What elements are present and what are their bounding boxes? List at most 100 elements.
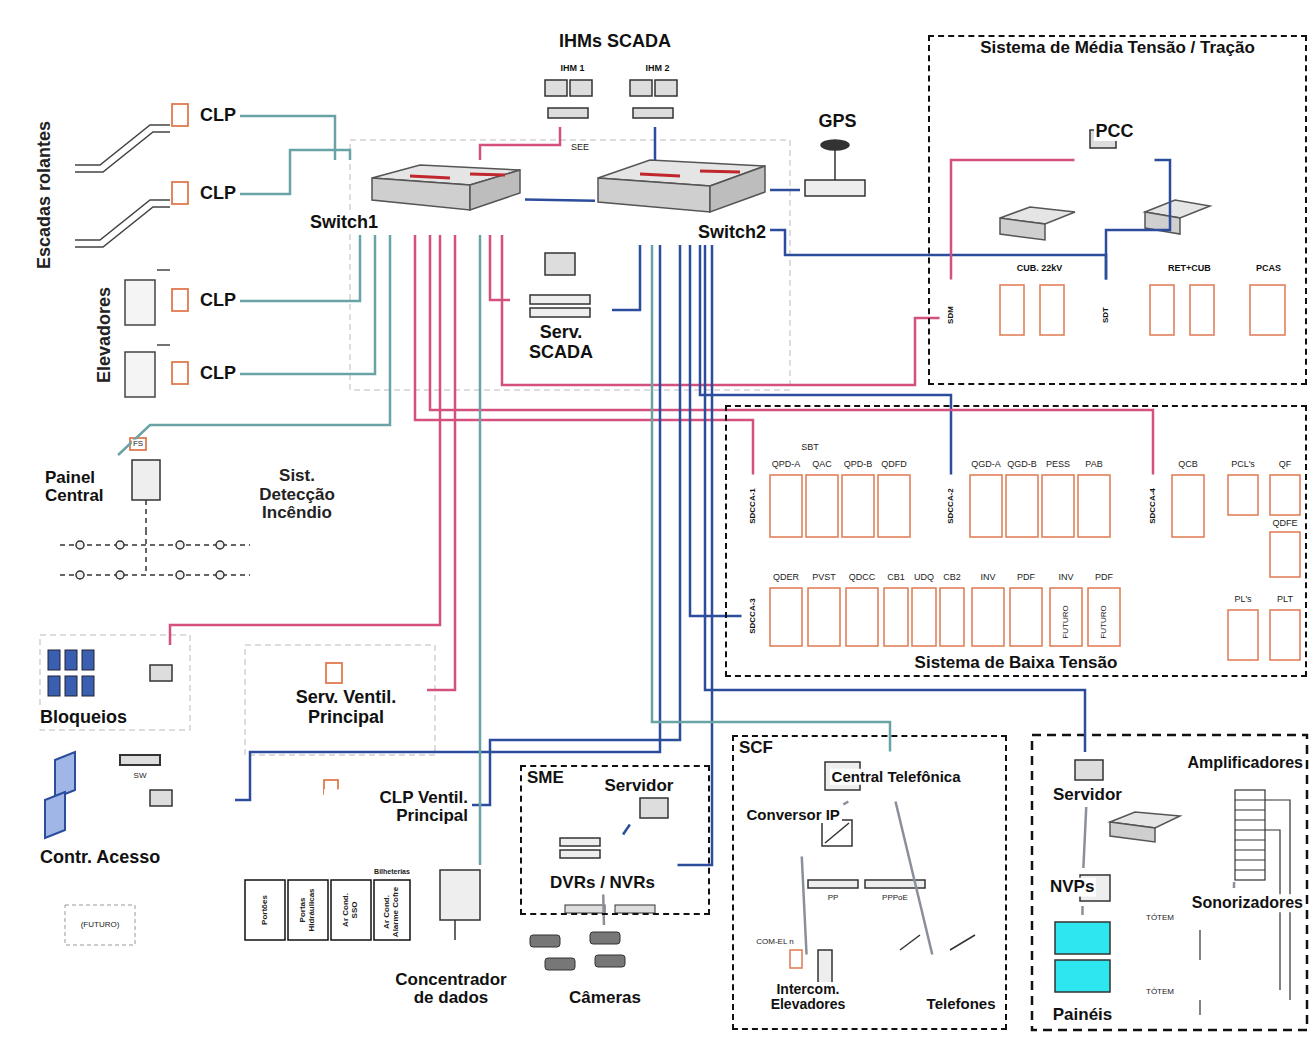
cable-line	[415, 235, 753, 475]
cabinet	[970, 475, 1002, 537]
cable-connector	[603, 895, 605, 926]
device-node: IHM 1	[535, 62, 610, 127]
camera	[565, 905, 605, 913]
device-node: Amplificadores	[1165, 752, 1307, 882]
cable-connector	[623, 825, 630, 835]
clp-icon	[172, 182, 188, 204]
cable-line	[843, 802, 848, 805]
cable-connector	[240, 235, 375, 374]
device-node: PCAS	[1245, 262, 1293, 340]
node-label: Intercom. Elevadores	[758, 982, 859, 1013]
monitor-icon	[630, 80, 652, 96]
switch-icon	[598, 178, 710, 212]
text-label: FUTURO	[1062, 604, 1071, 639]
cabinet	[1270, 475, 1300, 515]
text-label: Ar Cond. Alarme Cofre	[383, 885, 401, 939]
cable-connector	[502, 235, 940, 385]
node-label: CLP	[198, 364, 238, 384]
cable-line	[235, 245, 660, 800]
device-node: Servidor	[1040, 752, 1135, 807]
display-panel	[1055, 922, 1110, 992]
turnstile	[65, 650, 77, 670]
clp-icon	[172, 289, 188, 311]
device-node: Sonorizadores	[1160, 888, 1307, 918]
text-label: UDQ	[913, 573, 935, 583]
switch-icon	[372, 160, 1210, 842]
cable-line	[770, 230, 1106, 280]
device-node: Switch1	[305, 160, 525, 235]
device-node: IHMs SCADAIHM 1IHM 2	[525, 30, 705, 135]
camera	[615, 905, 655, 913]
device-node: CLP	[170, 178, 240, 210]
turnstile	[65, 676, 77, 696]
rack	[1235, 790, 1265, 880]
cable-connector	[415, 235, 753, 475]
fire-panel	[176, 571, 184, 579]
monitor-icon	[545, 253, 575, 275]
node-label: Serv. SCADA	[513, 323, 609, 363]
device-node: Central Telefônica	[815, 752, 965, 802]
phone-equipment	[818, 950, 832, 985]
phone-equipment	[790, 950, 802, 968]
device-node: Bloqueios	[35, 645, 190, 730]
region-box: SMEServidorDVRs / NVRs	[520, 765, 710, 915]
switch-arrows	[410, 174, 505, 178]
text-label: SBT	[800, 443, 820, 453]
node-label: Central Telefônica	[830, 768, 963, 785]
cable-connector	[843, 802, 848, 805]
turnstile	[48, 676, 60, 696]
region-frame	[1032, 735, 1307, 1030]
node-label: Amplificadores	[1185, 754, 1305, 772]
cabinet	[770, 475, 802, 537]
cable-connector	[802, 857, 807, 955]
node-label: Conversor IP	[745, 807, 842, 824]
text-label: PPPoE	[881, 894, 909, 903]
device-node: SDCCA-2	[940, 475, 962, 537]
text-label: PLT	[1276, 595, 1294, 605]
cable-line	[1106, 160, 1170, 280]
text-label: TÓTEM	[1145, 988, 1175, 997]
display-panel	[1055, 960, 1110, 992]
device-node: Concentrador de dados	[385, 865, 517, 1010]
node-label: IHM 2	[643, 64, 671, 74]
server-icon	[440, 870, 480, 920]
device-node: Contr. Acesso	[35, 745, 235, 870]
fire-panel	[60, 500, 250, 575]
phone-equipment	[900, 935, 975, 950]
gps-icon	[821, 140, 849, 150]
door	[45, 792, 65, 838]
device-node: CLP	[170, 100, 240, 132]
node-label: SDCCA-3	[748, 596, 757, 636]
future-box	[65, 905, 135, 945]
text-label: COM-EL n	[755, 938, 795, 947]
clp-icon	[326, 663, 342, 683]
text-label: CB1	[886, 573, 906, 583]
escalator	[75, 125, 170, 247]
text-label: Portões	[261, 894, 270, 926]
cable-connector	[240, 150, 350, 194]
cabinet	[878, 475, 910, 537]
cable-line	[678, 245, 713, 865]
cabinet	[912, 588, 936, 646]
cable-line	[700, 245, 951, 475]
fire-panel	[132, 460, 160, 500]
device-node: Servidor	[600, 775, 695, 825]
fire-panel	[216, 571, 224, 579]
text-label: QGD-A	[970, 460, 1002, 470]
cable-line	[1081, 906, 1084, 915]
cable-line	[525, 200, 595, 201]
clp-icon	[172, 104, 188, 126]
fire-panel	[176, 541, 184, 549]
cable-line	[1083, 807, 1086, 868]
node-label: SDCCA-4	[1148, 486, 1157, 526]
cable-connector	[770, 190, 800, 191]
cabinet	[1150, 285, 1174, 335]
cabinet	[1010, 588, 1042, 646]
device-node: CUB. 22kV	[1000, 262, 1080, 340]
cabinet	[1250, 285, 1285, 335]
server-icon	[454, 920, 456, 940]
cable-connector	[118, 235, 390, 455]
cable-connector	[480, 235, 481, 865]
cable-line	[951, 160, 1075, 280]
device-node: SDM	[940, 280, 962, 350]
